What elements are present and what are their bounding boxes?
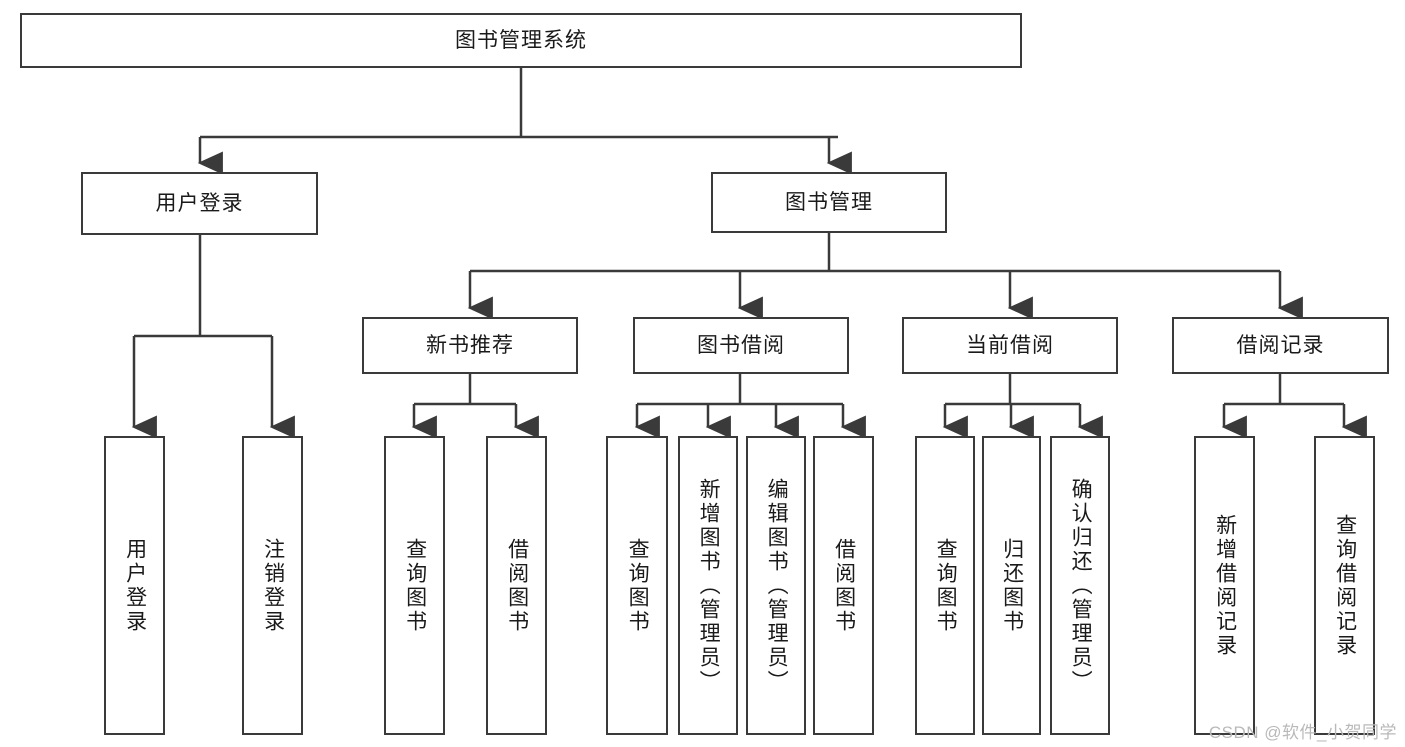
node-label: 查询图书	[626, 537, 650, 634]
node-label: 借阅记录	[1236, 333, 1325, 357]
node-label: 用户登录	[123, 537, 147, 634]
node-label: 新增图书（管理员）	[697, 477, 721, 694]
node-label: 注销登录	[261, 537, 285, 634]
leaf-user-logout[interactable]: 注销登录	[242, 436, 303, 735]
leaf-query-borrow-record[interactable]: 查询借阅记录	[1314, 436, 1375, 735]
node-label: 图书借阅	[697, 333, 785, 357]
node-new-book-recommend[interactable]: 新书推荐	[362, 317, 578, 374]
node-label: 归还图书	[1000, 537, 1024, 634]
node-label: 编辑图书（管理员）	[765, 477, 789, 694]
leaf-user-login[interactable]: 用户登录	[104, 436, 165, 735]
leaf-borrow-book[interactable]: 借阅图书	[813, 436, 874, 735]
watermark-text: CSDN @软件_小贺同学	[1208, 723, 1397, 742]
node-root-system[interactable]: 图书管理系统	[20, 13, 1022, 68]
node-label: 图书管理	[785, 190, 873, 214]
leaf-edit-book-admin[interactable]: 编辑图书（管理员）	[746, 436, 806, 735]
node-label: 新增借阅记录	[1213, 513, 1237, 658]
node-label: 当前借阅	[966, 333, 1054, 357]
node-label: 新书推荐	[426, 333, 514, 357]
node-label: 查询图书	[403, 537, 427, 634]
node-label: 确认归还（管理员）	[1069, 477, 1093, 694]
node-user-login[interactable]: 用户登录	[81, 172, 318, 235]
node-label: 图书管理系统	[455, 28, 587, 52]
leaf-return-book[interactable]: 归还图书	[982, 436, 1041, 735]
leaf-query-book-borrow[interactable]: 查询图书	[606, 436, 668, 735]
node-current-borrow[interactable]: 当前借阅	[902, 317, 1118, 374]
node-label: 查询借阅记录	[1333, 513, 1357, 658]
node-label: 借阅图书	[832, 537, 856, 634]
node-book-borrow[interactable]: 图书借阅	[633, 317, 849, 374]
node-label: 用户登录	[155, 191, 244, 215]
leaf-borrow-book-recommend[interactable]: 借阅图书	[486, 436, 547, 735]
leaf-add-borrow-record[interactable]: 新增借阅记录	[1194, 436, 1255, 735]
node-borrow-record[interactable]: 借阅记录	[1172, 317, 1389, 374]
leaf-query-book-recommend[interactable]: 查询图书	[384, 436, 445, 735]
node-label: 借阅图书	[505, 537, 529, 634]
node-label: 查询图书	[934, 537, 958, 634]
leaf-add-book-admin[interactable]: 新增图书（管理员）	[678, 436, 738, 735]
node-book-management[interactable]: 图书管理	[711, 172, 947, 233]
leaf-query-book-current[interactable]: 查询图书	[915, 436, 975, 735]
leaf-confirm-return-admin[interactable]: 确认归还（管理员）	[1050, 436, 1110, 735]
